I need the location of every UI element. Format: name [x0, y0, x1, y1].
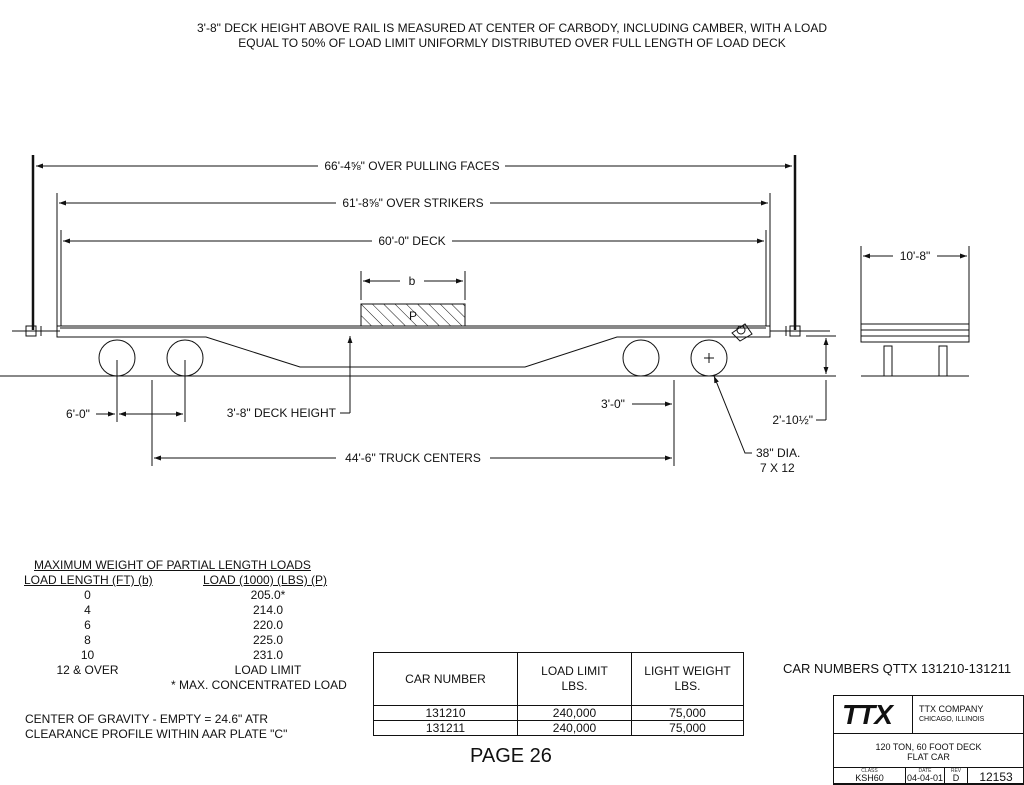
load-length-label: b [409, 274, 416, 288]
coupler-right [789, 325, 801, 337]
rev-value: D [952, 773, 960, 783]
car-number-table: CAR NUMBER LOAD LIMIT LBS. LIGHT WEIGHT … [373, 652, 744, 736]
car-table-header-light-weight: LIGHT WEIGHT LBS. [631, 652, 744, 706]
date-cell: DATE 04-04-01 [905, 767, 945, 785]
end-view-deck [860, 323, 970, 343]
brake-wheel [731, 323, 753, 342]
title-block: TTX TTX COMPANY CHICAGO, ILLINOIS 120 TO… [833, 695, 1024, 785]
drawing-number: 12153 [979, 770, 1013, 784]
date-value: 04-04-01 [906, 773, 944, 783]
car-table-row: 131211 240,000 75,000 [373, 720, 744, 736]
axle-size-label: 7 X 12 [760, 461, 795, 475]
load-limit-cell: 240,000 [517, 705, 632, 721]
partial-load-length: 4 [84, 603, 91, 617]
title-block-company-cell: TTX COMPANY CHICAGO, ILLINOIS [912, 695, 1024, 734]
partial-loads-col-load: LOAD (1000) (LBS) (P) [203, 573, 328, 587]
car-table-header-load-limit: LOAD LIMIT LBS. [517, 652, 632, 706]
header-note: 3'-8" DECK HEIGHT ABOVE RAIL IS MEASURED… [0, 21, 1024, 51]
car-table-header-row: CAR NUMBER LOAD LIMIT LBS. LIGHT WEIGHT … [373, 652, 744, 706]
class-cell: CLASS KSH60 [833, 767, 906, 785]
partial-load-length: 10 [80, 648, 95, 662]
coupler-height-label: 2'-10½" [772, 413, 813, 427]
truck-centers-label: 44'-6" TRUCK CENTERS [345, 451, 481, 465]
strikers-label: 61'-8⅝" OVER STRIKERS [342, 196, 483, 210]
end-view-truck-right [938, 345, 948, 377]
partial-load-weight: 225.0 [252, 633, 284, 647]
header-note-line-1: 3'-8" DECK HEIGHT ABOVE RAIL IS MEASURED… [196, 21, 828, 35]
car-numbers-label: CAR NUMBERS QTTX 131210-131211 [783, 661, 1012, 676]
partial-load-weight: 214.0 [252, 603, 284, 617]
car-description-2: FLAT CAR [907, 752, 950, 762]
partial-load-weight: 231.0 [252, 648, 284, 662]
car-number-cell: 131210 [373, 705, 518, 721]
partial-loads-col-length: LOAD LENGTH (FT) (b) [24, 573, 153, 587]
page-label: PAGE 26 [470, 745, 552, 767]
end-view-truck-left [883, 345, 893, 377]
partial-load-weight: 205.0* [250, 588, 286, 602]
width-label: 10'-8" [900, 249, 931, 263]
partial-loads-title: MAXIMUM WEIGHT OF PARTIAL LENGTH LOADS [34, 558, 311, 572]
car-table-row: 131210 240,000 75,000 [373, 705, 744, 721]
car-body [56, 325, 771, 368]
car-table-header-car-number: CAR NUMBER [373, 652, 518, 706]
partial-loads-footnote: * MAX. CONCENTRATED LOAD [171, 678, 347, 692]
partial-load-weight: 220.0 [252, 618, 284, 632]
wheel-4 [690, 339, 728, 377]
light-weight-cell: 75,000 [631, 720, 744, 736]
car-description-1: 120 TON, 60 FOOT DECK [875, 742, 982, 752]
wheel-dia-label: 38" DIA. [756, 446, 800, 460]
header-note-line-2: EQUAL TO 50% OF LOAD LIMIT UNIFORMLY DIS… [238, 36, 786, 50]
partial-load-weight: LOAD LIMIT [234, 663, 302, 677]
company-name: TTX COMPANY [919, 704, 984, 714]
partial-load-length: 8 [84, 633, 91, 647]
clearance-profile-note: CLEARANCE PROFILE WITHIN AAR PLATE "C" [25, 727, 288, 741]
rev-cell: REV D [944, 767, 968, 785]
axle-spacing-label: 6'-0" [66, 407, 90, 421]
concentrated-load-block [360, 303, 466, 327]
wheel-dia-leader [713, 375, 752, 454]
title-block-logo-cell: TTX [833, 695, 913, 734]
load-p-label: P [409, 309, 417, 323]
wheel-3 [622, 339, 660, 377]
class-value: KSH60 [855, 773, 884, 783]
drawing-number-cell: 12153 [967, 767, 1024, 785]
deck-label: 60'-0" DECK [378, 234, 445, 248]
light-weight-cell: 75,000 [631, 705, 744, 721]
center-of-gravity-note: CENTER OF GRAVITY - EMPTY = 24.6" ATR [25, 712, 269, 726]
ttx-logo: TTX [842, 699, 893, 730]
partial-load-length: 6 [84, 618, 91, 632]
partial-load-length: 12 & OVER [56, 663, 119, 677]
coupler-left [25, 325, 37, 337]
load-limit-cell: 240,000 [517, 720, 632, 736]
car-number-cell: 131211 [373, 720, 518, 736]
company-city: CHICAGO, ILLINOIS [919, 716, 985, 723]
wheel-offset-label: 3'-0" [601, 397, 625, 411]
deck-height-label: 3'-8" DECK HEIGHT [227, 406, 337, 420]
partial-load-length: 0 [84, 588, 91, 602]
pulling-faces-label: 66'-4⅝" OVER PULLING FACES [324, 159, 499, 173]
